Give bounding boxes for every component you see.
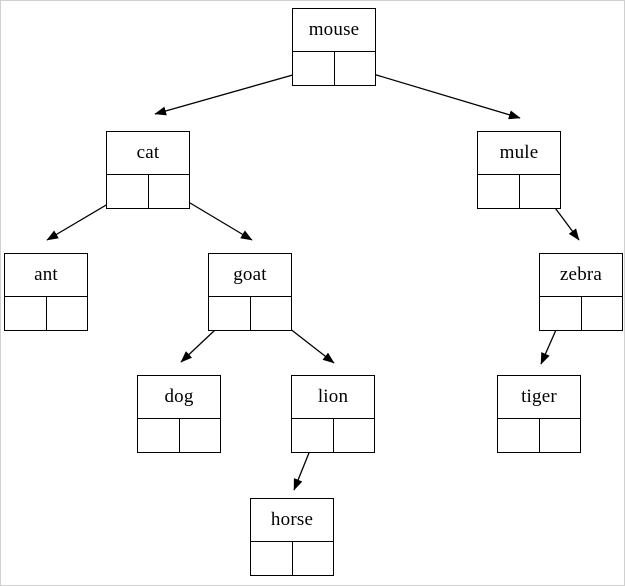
left-pointer-cell-mouse: [293, 52, 335, 85]
left-pointer-cell-zebra: [540, 297, 582, 330]
node-pointer-cells-goat: [209, 297, 291, 330]
right-pointer-cell-mouse: [335, 52, 376, 85]
left-pointer-cell-ant: [5, 297, 47, 330]
tree-node-mouse: mouse: [292, 8, 376, 86]
left-pointer-cell-dog: [138, 419, 180, 452]
node-pointer-cells-lion: [292, 419, 374, 452]
edge-mouse-to-mule: [352, 67, 521, 120]
node-pointer-cells-ant: [5, 297, 87, 330]
node-label-dog: dog: [138, 376, 220, 419]
tree-node-zebra: zebra: [539, 253, 623, 331]
left-pointer-cell-cat: [107, 175, 149, 208]
tree-node-goat: goat: [208, 253, 292, 331]
node-pointer-cells-tiger: [498, 419, 580, 452]
node-pointer-cells-horse: [251, 542, 333, 575]
node-label-zebra: zebra: [540, 254, 622, 297]
right-pointer-cell-cat: [149, 175, 190, 208]
node-pointer-cells-mule: [478, 175, 560, 208]
node-label-lion: lion: [292, 376, 374, 419]
node-label-ant: ant: [5, 254, 87, 297]
tree-node-mule: mule: [477, 131, 561, 209]
right-pointer-cell-horse: [293, 542, 334, 575]
edge-mouse-to-cat: [154, 68, 315, 116]
node-label-horse: horse: [251, 499, 333, 542]
right-pointer-cell-tiger: [540, 419, 581, 452]
left-pointer-cell-tiger: [498, 419, 540, 452]
tree-node-lion: lion: [291, 375, 375, 453]
node-label-goat: goat: [209, 254, 291, 297]
right-pointer-cell-mule: [520, 175, 561, 208]
node-label-tiger: tiger: [498, 376, 580, 419]
left-pointer-cell-mule: [478, 175, 520, 208]
node-label-cat: cat: [107, 132, 189, 175]
right-pointer-cell-lion: [334, 419, 375, 452]
node-pointer-cells-mouse: [293, 52, 375, 85]
tree-node-horse: horse: [250, 498, 334, 576]
right-pointer-cell-zebra: [582, 297, 623, 330]
left-pointer-cell-goat: [209, 297, 251, 330]
node-pointer-cells-cat: [107, 175, 189, 208]
tree-node-cat: cat: [106, 131, 190, 209]
right-pointer-cell-dog: [180, 419, 221, 452]
left-pointer-cell-horse: [251, 542, 293, 575]
node-pointer-cells-zebra: [540, 297, 622, 330]
right-pointer-cell-ant: [47, 297, 88, 330]
tree-node-dog: dog: [137, 375, 221, 453]
left-pointer-cell-lion: [292, 419, 334, 452]
right-pointer-cell-goat: [251, 297, 292, 330]
tree-node-tiger: tiger: [497, 375, 581, 453]
tree-node-ant: ant: [4, 253, 88, 331]
node-pointer-cells-dog: [138, 419, 220, 452]
node-label-mule: mule: [478, 132, 560, 175]
node-label-mouse: mouse: [293, 9, 375, 52]
